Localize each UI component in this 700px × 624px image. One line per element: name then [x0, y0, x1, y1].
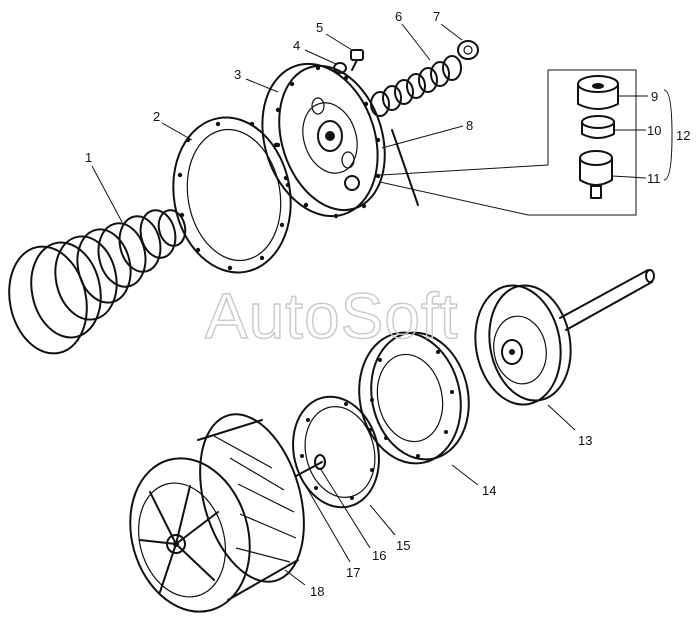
callout-6: 6: [395, 9, 402, 24]
callout-9: 9: [651, 89, 658, 104]
part-10-spring-ring: [581, 115, 615, 139]
callout-12: 12: [676, 128, 690, 143]
part-9-cap-nut: [577, 75, 619, 110]
part-3-cover-plate: [261, 62, 386, 219]
part-6-coil-spring: [370, 55, 462, 117]
callout-14: 14: [482, 483, 496, 498]
leader-lines: [91, 23, 648, 586]
part-13-hub-shaft: [474, 269, 655, 406]
callout-13: 13: [578, 433, 592, 448]
part-4-washer: [333, 62, 347, 74]
part-8-pin: [391, 129, 419, 206]
part-11-valve-body: [579, 150, 613, 199]
part-2-gasket: [172, 116, 292, 274]
callout-8: 8: [466, 118, 473, 133]
part-18-fan-drum: [129, 413, 305, 613]
part-5-bolt: [350, 49, 364, 71]
callout-3: 3: [234, 67, 241, 82]
callout-11: 11: [647, 171, 661, 186]
callout-4: 4: [293, 38, 300, 53]
part-14-flange-ring: [358, 331, 470, 465]
watermark-text: AutoSoft: [205, 280, 459, 352]
callout-5: 5: [316, 20, 323, 35]
part-7-nut: [457, 40, 479, 60]
callout-15: 15: [396, 538, 410, 553]
callout-10: 10: [647, 123, 661, 138]
callout-18: 18: [310, 584, 324, 599]
callout-2: 2: [153, 109, 160, 124]
callout-1: 1: [85, 150, 92, 165]
callout-16: 16: [372, 548, 386, 563]
part-1-conical-spring: [8, 209, 187, 355]
group-12-bracket: [548, 69, 673, 216]
callout-7: 7: [433, 9, 440, 24]
callout-17: 17: [346, 565, 360, 580]
callout-labels: 1 2 3 4 5 6 7 8 9 10 12 11 13 14 15 16 1…: [85, 9, 690, 599]
part-17-bolt: [295, 454, 326, 477]
part-15-ring: [292, 395, 380, 509]
